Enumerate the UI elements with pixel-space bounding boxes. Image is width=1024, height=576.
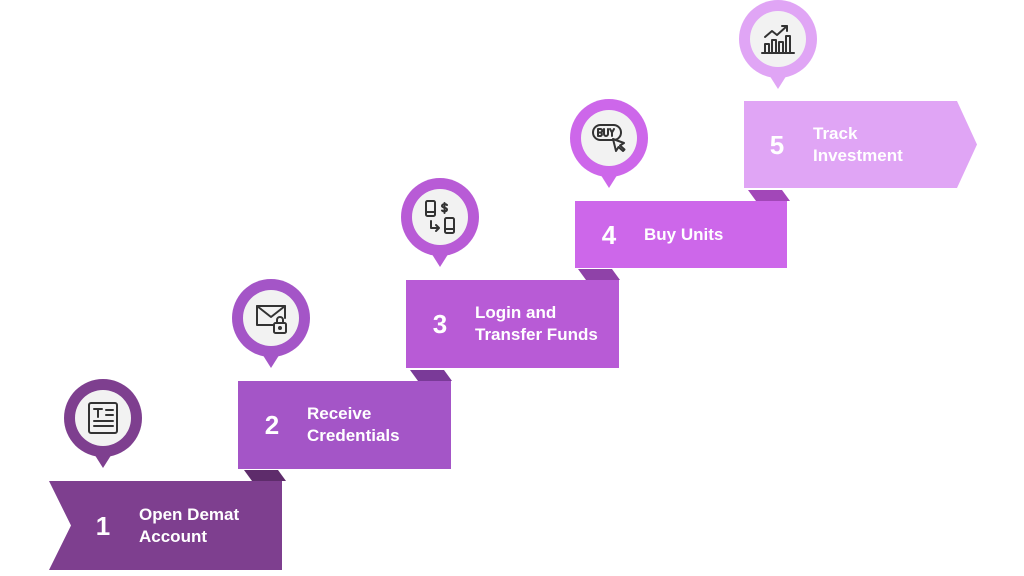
step-2-box: 2 Receive Credentials bbox=[238, 381, 451, 469]
connector-3-4 bbox=[578, 269, 620, 280]
step-5-label: Track Investment bbox=[813, 123, 903, 165]
step-4-label: Buy Units bbox=[644, 224, 724, 244]
step-4-box: 4 Buy Units bbox=[575, 201, 787, 268]
step-5-pin bbox=[739, 0, 817, 94]
step-3-label: Login and Transfer Funds bbox=[475, 303, 598, 344]
step-5-box: 5 Track Investment bbox=[744, 101, 977, 188]
step-2-pin bbox=[232, 279, 310, 373]
step-4-pin bbox=[570, 99, 648, 193]
step-2-label: Receive Credentials bbox=[307, 404, 400, 445]
connector-2-3 bbox=[410, 370, 452, 381]
connector-4-5 bbox=[748, 190, 790, 201]
transfer-funds-icon bbox=[425, 200, 455, 234]
step-1-box: 1 Open Demat Account bbox=[49, 481, 282, 570]
buy-click-icon bbox=[592, 124, 626, 152]
step-1-pin bbox=[64, 379, 142, 473]
envelope-lock-icon bbox=[256, 305, 287, 334]
document-icon bbox=[88, 402, 118, 434]
connector-1-2 bbox=[244, 470, 286, 481]
step-3-box: 3 Login and Transfer Funds bbox=[406, 280, 619, 368]
step-1-label: Open Demat Account bbox=[139, 504, 240, 546]
step-3-pin bbox=[401, 178, 479, 272]
growth-chart-icon bbox=[761, 25, 795, 54]
